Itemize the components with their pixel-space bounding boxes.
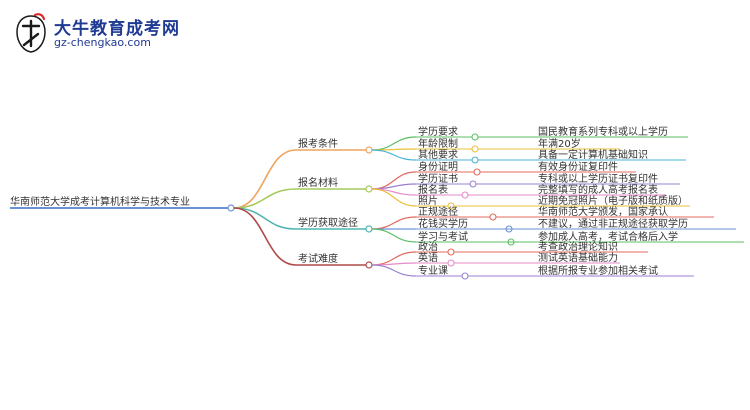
branch-node[interactable]: 报考条件 (298, 137, 338, 150)
connector (371, 149, 417, 161)
child-joint (489, 213, 497, 221)
connector (371, 264, 417, 277)
child-joint (471, 133, 479, 141)
connector (233, 207, 297, 266)
branch-node[interactable]: 考试难度 (298, 252, 338, 265)
child-joint (447, 248, 455, 256)
leaf-description: 不建议，通过非正规途径获取学历 (538, 217, 688, 230)
leaf-description: 有效身份证复印件 (538, 160, 618, 173)
child-joint (461, 272, 469, 280)
branch-joint (365, 146, 373, 154)
child-node[interactable]: 专业课 (418, 264, 448, 277)
branch-joint (365, 185, 373, 193)
leaf-description: 近期免冠照片（电子版和纸质版） (538, 194, 688, 207)
child-joint (447, 259, 455, 267)
child-joint (461, 191, 469, 199)
connector (371, 136, 417, 151)
connector (233, 207, 297, 230)
child-node[interactable]: 报名表 (418, 183, 448, 196)
child-joint (471, 145, 479, 153)
leaf-description: 完整填写的成人高考报名表 (538, 183, 658, 196)
connector (371, 188, 417, 207)
child-node[interactable]: 花钱买学历 (418, 217, 468, 230)
child-joint (471, 156, 479, 164)
ox-logo-icon (16, 13, 46, 53)
branch-joint (365, 261, 373, 269)
child-node[interactable]: 学历证书 (418, 172, 458, 185)
root-joint (227, 204, 235, 212)
child-node[interactable]: 其他要求 (418, 148, 458, 161)
leaf-description: 具备一定计算机基础知识 (538, 148, 648, 161)
child-node[interactable]: 正规途径 (418, 205, 458, 218)
child-node[interactable]: 学习与考试 (418, 230, 468, 243)
leaf-description: 年满20岁 (538, 137, 581, 150)
child-node[interactable]: 身份证明 (418, 160, 458, 173)
leaf-description: 华南师范大学颁发，国家承认 (538, 205, 668, 218)
logo-url: gz-chengkao.com (54, 36, 151, 49)
branch-joint (365, 225, 373, 233)
child-node[interactable]: 学历要求 (418, 125, 458, 138)
connector (233, 188, 297, 209)
child-node[interactable]: 英语 (418, 251, 438, 264)
connector (371, 216, 417, 230)
site-logo[interactable]: 大牛教育成考网 gz-chengkao.com (14, 10, 214, 58)
child-node[interactable]: 年龄限制 (418, 137, 458, 150)
leaf-description: 测试英语基础能力 (538, 251, 618, 264)
child-joint (469, 180, 477, 188)
root-node[interactable]: 华南师范大学成考计算机科学与技术专业 (10, 195, 190, 208)
child-node[interactable]: 政治 (418, 240, 438, 253)
connector (371, 183, 417, 190)
logo-title: 大牛教育成考网 (54, 19, 180, 39)
child-joint (473, 168, 481, 176)
leaf-description: 参加成人高考，考试合格后入学 (538, 230, 678, 243)
leaf-description: 考查政治理论知识 (538, 240, 618, 253)
leaf-description: 专科或以上学历证书复印件 (538, 172, 658, 185)
branch-node[interactable]: 报名材料 (298, 176, 338, 189)
child-node[interactable]: 照片 (418, 194, 438, 207)
connector (371, 228, 417, 243)
connector (233, 149, 297, 209)
branch-node[interactable]: 学历获取途径 (298, 216, 358, 229)
leaf-description: 国民教育系列专科或以上学历 (538, 125, 668, 138)
leaf-description: 根据所报专业参加相关考试 (538, 264, 658, 277)
